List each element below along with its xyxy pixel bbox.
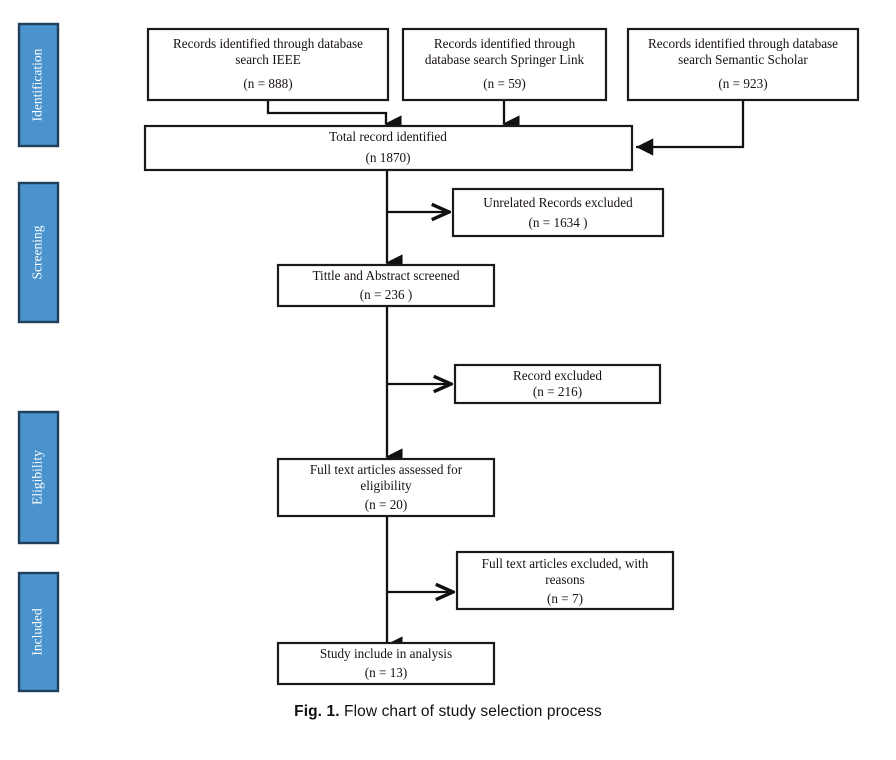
box-source-semantic-scholar-rect	[626, 27, 860, 102]
box-source-ieee-line1: Records identified through database	[173, 36, 363, 51]
box-record-excluded-line1: Record excluded	[513, 368, 602, 383]
box-fulltext-excluded-count: (n = 7)	[547, 591, 583, 606]
box-fulltext-assessed-count: (n = 20)	[365, 497, 408, 512]
box-source-semantic-scholar-line1: Records identified through database	[648, 36, 838, 51]
box-study-included-rect	[276, 641, 496, 686]
box-source-ieee: Records identified through database sear…	[146, 27, 390, 102]
box-source-ieee-line2: search IEEE	[235, 52, 301, 67]
stage-label-screening: Screening	[30, 225, 45, 279]
box-fulltext-excluded-line2: reasons	[545, 572, 585, 587]
box-record-excluded-rect	[453, 363, 662, 405]
box-source-semantic-scholar: Records identified through database sear…	[626, 27, 860, 102]
box-source-springer-line1: Records identified through	[434, 36, 576, 51]
box-unrelated-excluded-line1: Unrelated Records excluded	[483, 195, 633, 210]
box-fulltext-assessed: Full text articles assessed for eligibil…	[276, 457, 496, 518]
box-source-springer-rect	[401, 27, 608, 102]
figure-caption-text: Flow chart of study selection process	[344, 703, 602, 720]
box-source-semantic-scholar-line2: search Semantic Scholar	[678, 52, 808, 67]
box-total-identified-line1: Total record identified	[329, 129, 447, 144]
box-fulltext-assessed-line2: eligibility	[360, 478, 412, 493]
stage-bar-eligibility: Eligibility	[17, 410, 60, 545]
figure-caption: Fig. 1. Flow chart of study selection pr…	[0, 703, 896, 721]
stage-bar-included: Included	[17, 571, 60, 693]
stage-label-identification: Identification	[30, 48, 45, 121]
box-fulltext-excluded: Full text articles excluded, with reason…	[455, 550, 675, 611]
box-total-identified-count: (n 1870)	[365, 150, 410, 165]
box-fulltext-assessed-line1: Full text articles assessed for	[310, 462, 463, 477]
connector-ieee-to-total	[266, 100, 402, 133]
box-unrelated-excluded-rect	[451, 187, 665, 238]
box-title-abstract-screened-rect	[276, 263, 496, 308]
connector-semantic-to-total	[636, 100, 745, 156]
box-title-abstract-screened: Tittle and Abstract screened (n = 236 )	[276, 263, 496, 308]
stage-bar-identification-rect	[17, 22, 60, 148]
stage-label-eligibility: Eligibility	[30, 450, 45, 505]
box-source-ieee-rect	[146, 27, 390, 102]
box-source-ieee-count: (n = 888)	[243, 76, 292, 91]
box-study-included: Study include in analysis (n = 13)	[276, 641, 496, 686]
box-total-identified-rect	[143, 124, 634, 172]
box-source-semantic-scholar-count: (n = 923)	[718, 76, 767, 91]
box-fulltext-assessed-rect	[276, 457, 496, 518]
box-title-abstract-screened-line1: Tittle and Abstract screened	[312, 268, 460, 283]
figure-caption-label: Fig. 1.	[294, 703, 340, 720]
stage-bar-identification: Identification	[17, 22, 60, 148]
stage-bar-screening: Screening	[17, 181, 60, 324]
stage-bar-screening-rect	[17, 181, 60, 324]
box-fulltext-excluded-line1: Full text articles excluded, with	[482, 556, 649, 571]
box-source-springer-line2: database search Springer Link	[425, 52, 585, 67]
box-total-identified: Total record identified (n 1870)	[143, 124, 634, 172]
box-source-springer-count: (n = 59)	[483, 76, 526, 91]
box-study-included-count: (n = 13)	[365, 665, 408, 680]
stage-bar-included-rect	[17, 571, 60, 693]
stage-bar-eligibility-rect	[17, 410, 60, 545]
box-source-springer: Records identified through database sear…	[401, 27, 608, 102]
box-study-included-line1: Study include in analysis	[320, 646, 452, 661]
box-title-abstract-screened-count: (n = 236 )	[360, 287, 413, 302]
stage-label-included: Included	[30, 608, 45, 655]
box-fulltext-excluded-rect	[455, 550, 675, 611]
box-record-excluded: Record excluded (n = 216)	[453, 363, 662, 405]
box-unrelated-excluded: Unrelated Records excluded (n = 1634 )	[451, 187, 665, 238]
box-unrelated-excluded-count: (n = 1634 )	[528, 215, 587, 230]
box-record-excluded-count: (n = 216)	[533, 384, 582, 399]
